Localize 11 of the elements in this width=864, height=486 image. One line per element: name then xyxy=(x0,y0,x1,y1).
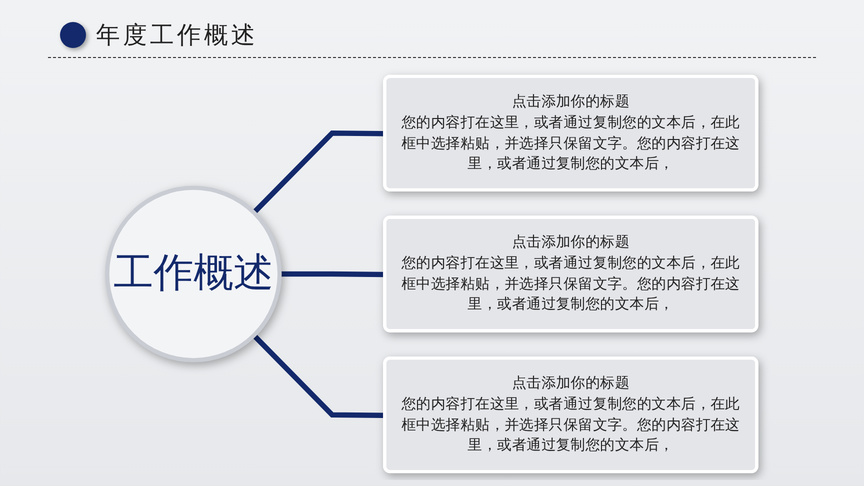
hub-label: 工作概述 xyxy=(114,250,274,298)
box-heading: 点击添加你的标题 xyxy=(512,93,630,112)
box-heading: 点击添加你的标题 xyxy=(512,234,630,253)
box-heading: 点击添加你的标题 xyxy=(512,374,630,394)
connector-line xyxy=(280,271,386,278)
connector-line xyxy=(252,130,386,214)
connector-line xyxy=(252,334,386,418)
box-body-text: 您的内容打在这里，或者通过复制您的文本后，在此框中选择粘贴，并选择只保留文字。您的内容打在这里，或者通过复制您的文本后， xyxy=(400,254,741,316)
page-title: 年度工作概述 xyxy=(96,20,258,50)
box-body-text: 您的内容打在这里，或者通过复制您的文本后，在此框中选择粘贴，并选择只保留文字。您的内容打在这里，或者通过复制您的文本后， xyxy=(400,395,741,456)
box-body-text: 您的内容打在这里，或者通过复制您的文本后，在此框中选择粘贴，并选择只保留文字。您的内容打在这里，或者通过复制您的文本后， xyxy=(400,114,741,174)
